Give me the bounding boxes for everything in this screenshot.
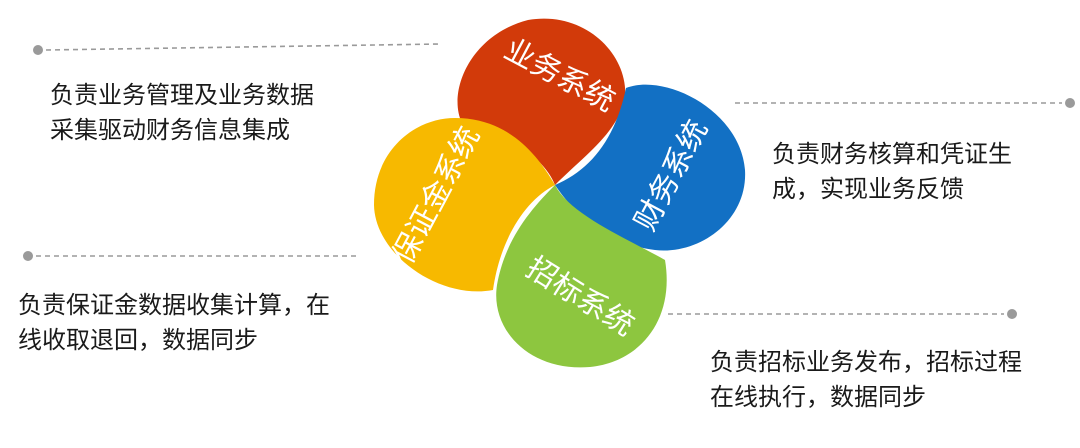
connector-bidding — [668, 309, 1017, 319]
petal-finance — [555, 84, 746, 251]
description-finance: 负责财务核算和凭证生 成，实现业务反馈 — [772, 137, 1012, 207]
description-line: 负责招标业务发布，招标过程 — [710, 348, 1022, 376]
description-line: 负责业务管理及业务数据 — [50, 81, 314, 109]
description-business: 负责业务管理及业务数据 采集驱动财务信息集成 — [50, 78, 314, 148]
petal-bidding — [496, 185, 667, 368]
description-line: 成，实现业务反馈 — [772, 175, 964, 203]
connector-finance — [735, 98, 1075, 108]
connector-business — [33, 43, 441, 55]
description-line: 线收取退回，数据同步 — [18, 326, 258, 354]
description-deposit: 负责保证金数据收集计算，在 线收取退回，数据同步 — [18, 288, 330, 358]
connector-deposit — [23, 251, 360, 261]
petal-business — [457, 18, 626, 186]
description-bidding: 负责招标业务发布，招标过程 在线执行，数据同步 — [710, 345, 1022, 415]
petal-deposit — [374, 118, 555, 292]
description-line: 采集驱动财务信息集成 — [50, 116, 290, 144]
description-line: 在线执行，数据同步 — [710, 383, 926, 411]
description-line: 负责财务核算和凭证生 — [772, 140, 1012, 168]
description-line: 负责保证金数据收集计算，在 — [18, 291, 330, 319]
